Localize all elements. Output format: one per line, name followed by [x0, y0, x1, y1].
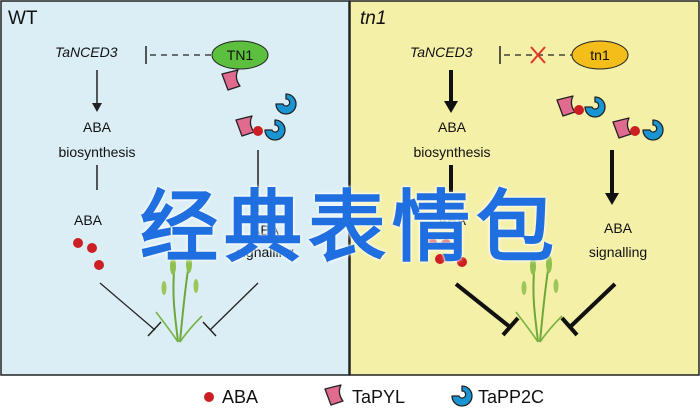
tn1-inhibit-signal-to-plant — [568, 282, 617, 329]
wt-inhibit-signal-to-plant — [209, 282, 259, 331]
wt-aba-pool-label: ABA — [74, 212, 103, 228]
tn1-panel-title: tn1 — [360, 8, 386, 29]
tn1-aba-dot — [574, 105, 584, 115]
wt-arrowhead-bio — [92, 103, 102, 112]
tn1-aba-dot — [457, 257, 467, 267]
tn1-inhibit-bar-left — [501, 316, 520, 337]
tn1-arrowhead-bio — [444, 101, 458, 113]
tn1-aba-dot — [630, 126, 640, 136]
tn1-arrowhead-signal — [605, 193, 619, 205]
wt-aba-dot — [94, 260, 104, 270]
wt-aba-dot — [87, 243, 97, 253]
legend-aba-dot-icon — [204, 392, 214, 402]
legend-tapyl-icon — [324, 384, 344, 406]
wt-signalling-label-2: signalling — [236, 244, 294, 260]
legend-aba-label: ABA — [222, 387, 258, 407]
wt-tn1-label: TN1 — [227, 47, 254, 63]
wt-biosynthesis-label-1: ABA — [83, 119, 112, 135]
tn1-protein-oval — [571, 40, 629, 70]
legend-tapp2c-label: TaPP2C — [478, 387, 544, 407]
tn1-inhibit-pool-to-plant — [454, 282, 512, 329]
legend-tapyl-label: TaPYL — [352, 387, 405, 407]
wt-inhibit-bar-left — [147, 321, 162, 337]
wt-aba-dot — [253, 126, 263, 136]
tn1-broken-link-cross-icon — [530, 46, 546, 64]
wt-signalling-label-1: ABA — [251, 222, 280, 238]
tn1-biosynthesis-label-1: ABA — [438, 119, 467, 135]
tn1-signalling-label-1: ABA — [604, 220, 633, 236]
wt-aba-dot — [73, 238, 83, 248]
wt-biosynthesis-label-2: biosynthesis — [58, 144, 135, 160]
legend-tapp2c-icon — [451, 385, 473, 407]
tn1-inhibit-bar-right — [560, 316, 579, 337]
tn1-protein-label: tn1 — [590, 47, 610, 63]
tn1-aba-pool-label: ABA — [438, 212, 467, 228]
wt-inhibit-pool-to-plant — [99, 282, 156, 331]
tn1-gene-label: TaNCED3 — [410, 44, 473, 60]
wt-inhibit-bar-right — [202, 321, 217, 337]
wt-panel-title: WT — [8, 8, 38, 29]
tn1-aba-dot — [435, 254, 445, 264]
tn1-signalling-label-2: signalling — [589, 244, 647, 260]
wt-gene-label: TaNCED3 — [55, 44, 118, 60]
wt-tn1-protein-oval — [211, 40, 269, 70]
tn1-aba-dot — [427, 238, 437, 248]
tn1-aba-dot — [441, 239, 451, 249]
tn1-panel — [349, 0, 700, 376]
tn1-biosynthesis-label-2: biosynthesis — [413, 144, 490, 160]
